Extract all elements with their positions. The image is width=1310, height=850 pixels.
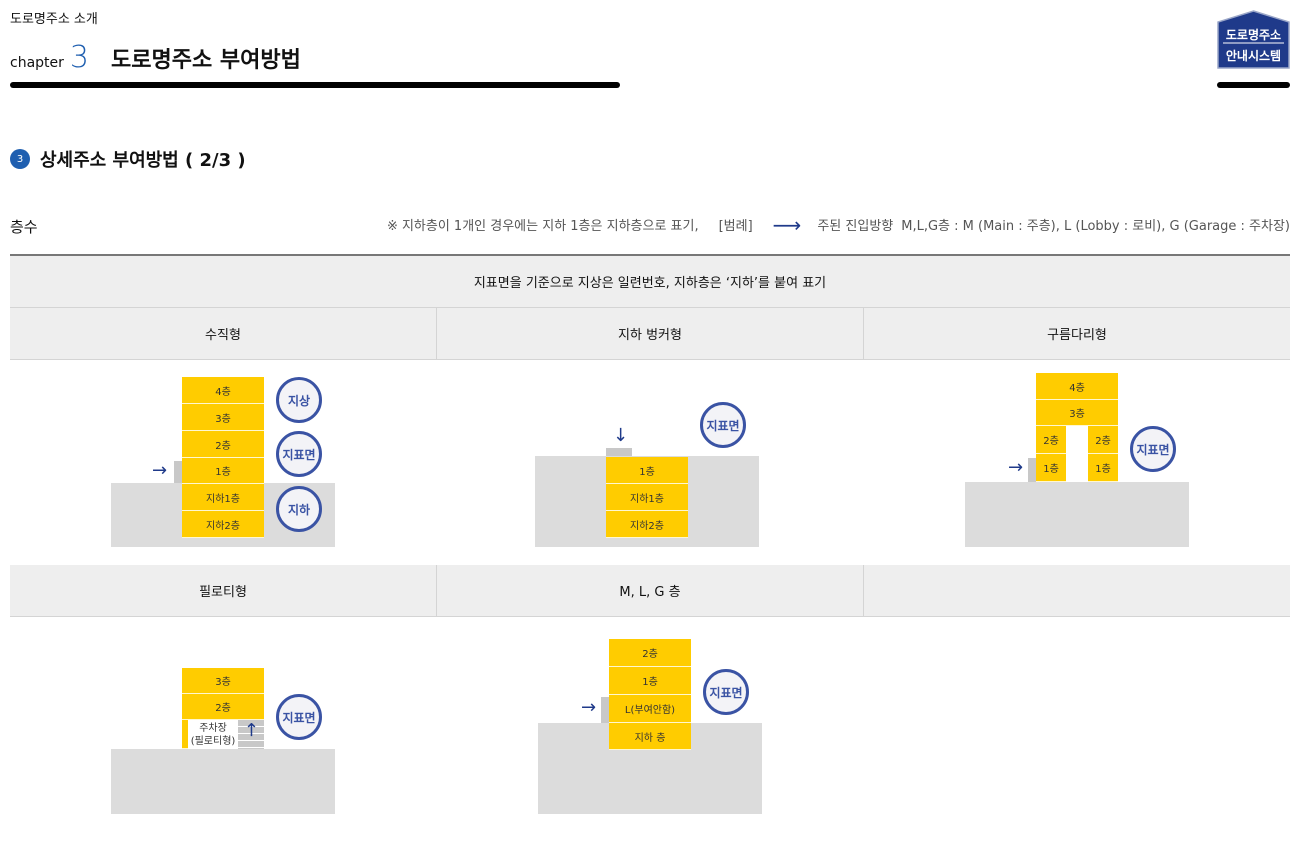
floor-block: 3층 (1036, 400, 1118, 426)
title-underline (10, 82, 620, 88)
floor-block: 3층 (182, 668, 264, 694)
logo-text-line2: 안내시스템 (1225, 49, 1282, 63)
floor-block: 지하2층 (182, 511, 264, 538)
parking-area: 주차장 (필로티형) (188, 720, 238, 749)
floor-label: 층수 (10, 218, 38, 236)
badge-ground-surface: 지표면 (700, 402, 746, 448)
col-head-bridge: 구름다리형 (864, 308, 1290, 360)
chapter-word: chapter (10, 55, 64, 71)
floor-block: 1층 (1088, 454, 1118, 482)
stair-arrow-up-icon: ↓ (244, 718, 260, 739)
floor-block: 4층 (1036, 373, 1118, 400)
floor-block: 1층 (182, 458, 264, 484)
road-address-logo: 도로명주소 안내시스템 (1217, 10, 1290, 70)
floor-block: 2층 (182, 431, 264, 458)
col-head-piloti: 필로티형 (10, 565, 437, 617)
legend-mlg: M,L,G층 : M (Main : 주층), L (Lobby : 로비), … (901, 219, 1290, 234)
section-heading: 3 상세주소 부여방법 ( 2/3 ) (10, 146, 246, 172)
logo-text-line1: 도로명주소 (1225, 28, 1282, 42)
floor-block: 1층 (1036, 454, 1066, 482)
logo-badge-icon (1217, 10, 1290, 69)
floor-block: 2층 (1036, 426, 1066, 454)
page-title: 도로명주소 부여방법 (111, 48, 301, 73)
table-caption: 지표면을 기준으로 지상은 일련번호, 지하층은 ‘지하’를 붙여 표기 (10, 256, 1290, 308)
badge-ground-surface: 지표면 (276, 431, 322, 477)
floor-block: 3층 (182, 404, 264, 431)
ground (965, 482, 1189, 547)
stairs (238, 720, 264, 749)
col-head-empty (864, 565, 1290, 617)
entry-arrow-down-icon: ↓ (613, 425, 629, 446)
floor-block: 2층 (1088, 426, 1118, 454)
parking-label: 주차장 (199, 722, 227, 734)
entry-arrow-icon: → (581, 697, 597, 718)
entry-arrow-icon: → (152, 460, 168, 481)
entrance-stair (606, 448, 632, 456)
floor-block: L(부여안함) (609, 695, 691, 723)
section-number-badge: 3 (10, 149, 30, 169)
col-head-mlg: M, L, G 층 (437, 565, 864, 617)
piloti-column (182, 720, 188, 749)
floor-block: 지하1층 (182, 484, 264, 511)
ground (111, 749, 335, 814)
badge-ground-surface: 지표면 (703, 669, 749, 715)
floor-block: 지하1층 (606, 484, 688, 511)
legend-arrow-desc: 주된 진입방향 (817, 219, 894, 234)
badge-above-ground: 지상 (276, 377, 322, 423)
floor-block: 지하2층 (606, 511, 688, 538)
entrance-stair (174, 461, 182, 483)
legend-bracket: [범례] (718, 219, 753, 234)
chapter-number: 3 (69, 40, 89, 75)
floor-block: 4층 (182, 377, 264, 404)
legend-note: ※ 지하층이 1개인 경우에는 지하 1층은 지하층으로 표기, (386, 219, 699, 234)
parking-sublabel: (필로티형) (190, 735, 236, 747)
col-head-bunker: 지하 벙커형 (437, 308, 864, 360)
breadcrumb: 도로명주소 소개 (10, 12, 98, 27)
badge-underground: 지하 (276, 486, 322, 532)
badge-ground-surface: 지표면 (276, 694, 322, 740)
floor-block: 지하 층 (609, 723, 691, 750)
table-top-border (10, 254, 1290, 256)
logo-underline (1217, 82, 1290, 88)
floor-block: 1층 (609, 667, 691, 695)
entrance-stair (601, 697, 609, 723)
section-title: 상세주소 부여방법 ( 2/3 ) (40, 150, 246, 171)
legend-arrow-icon: ⟶ (772, 212, 802, 237)
floor-block: 2층 (182, 694, 264, 720)
floor-block: 1층 (606, 457, 688, 484)
col-head-vertical: 수직형 (10, 308, 437, 360)
badge-ground-surface: 지표면 (1130, 426, 1176, 472)
floor-block: 2층 (609, 639, 691, 667)
entry-arrow-icon: → (1008, 457, 1024, 478)
legend: ※ 지하층이 1개인 경우에는 지하 1층은 지하층으로 표기, [범례] ⟶ … (386, 212, 1290, 237)
entrance-stair (1028, 458, 1036, 482)
chapter-heading: chapter 3 도로명주소 부여방법 (10, 40, 301, 75)
